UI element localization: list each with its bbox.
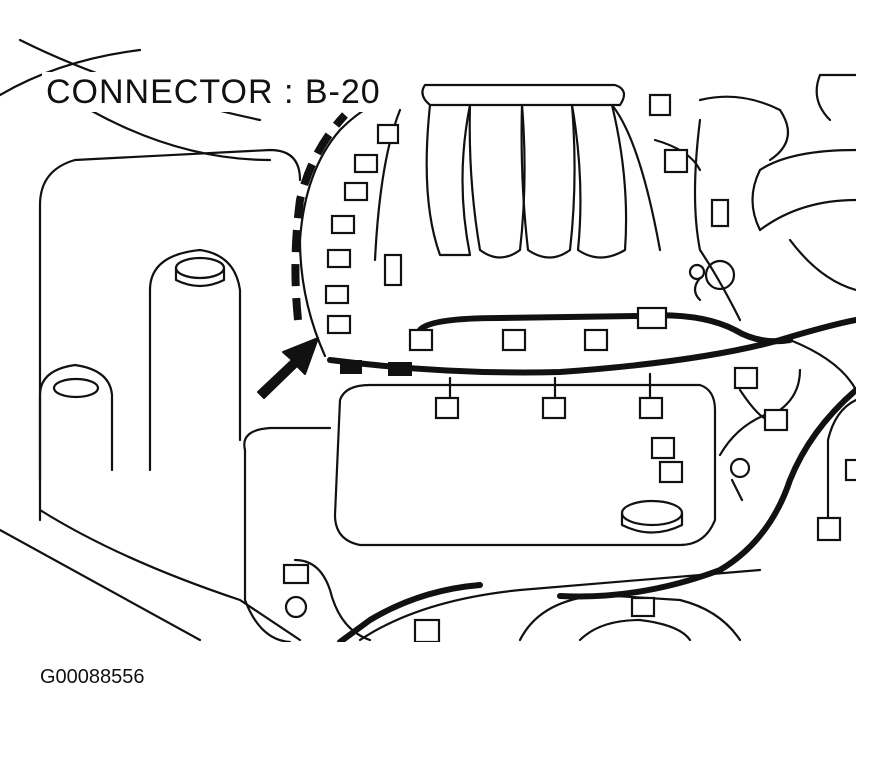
strut-tower-outline xyxy=(0,38,302,642)
engine-bay-illustration xyxy=(0,38,856,642)
harness-bands xyxy=(340,360,412,376)
intake-manifold xyxy=(373,83,662,262)
connector-group xyxy=(282,93,856,642)
connector-label: CONNECTOR : B-20 xyxy=(42,72,385,112)
connector-pointer-arrow xyxy=(257,337,319,399)
valve-cover xyxy=(243,383,762,642)
figure-id: G00088556 xyxy=(40,666,145,688)
air-intake-duct xyxy=(698,73,856,292)
ground-terminals xyxy=(284,259,751,619)
main-wiring-harness xyxy=(291,103,856,642)
